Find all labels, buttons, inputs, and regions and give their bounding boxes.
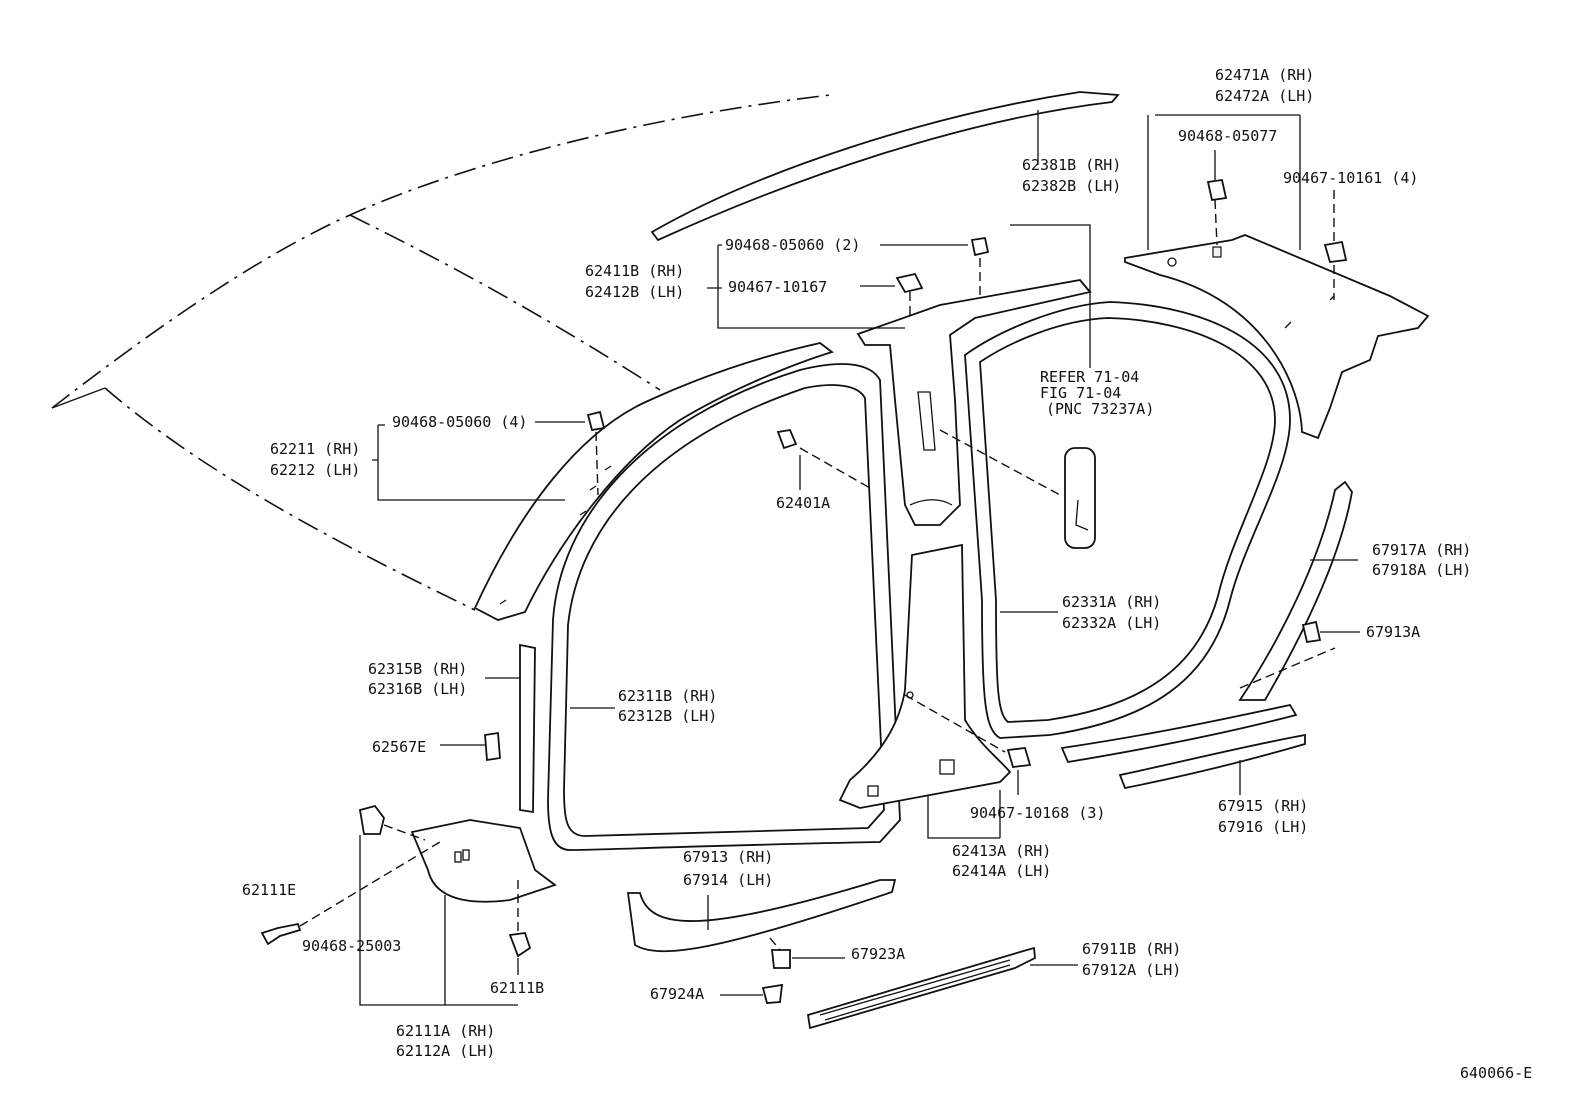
clip-90467-10167 xyxy=(895,272,924,294)
label-90468-25003: 90468-25003 xyxy=(302,937,401,955)
label-62332a: 62332A (LH) xyxy=(1062,614,1161,632)
tray-clip xyxy=(1212,246,1222,258)
label-67913: 67913 (RH) xyxy=(683,848,773,866)
label-90468-05077: 90468-05077 xyxy=(1178,127,1277,145)
nut-90468-25003 xyxy=(358,804,385,835)
part-labels: 62471A (RH) 62472A (LH) 90468-05077 9046… xyxy=(242,66,1532,1082)
label-67915: 67915 (RH) xyxy=(1218,797,1308,815)
rear-door-weatherstrip xyxy=(964,301,1291,739)
label-67911b: 67911B (RH) xyxy=(1082,940,1181,958)
clip-67913a xyxy=(1301,620,1322,644)
label-67913a: 67913A xyxy=(1366,623,1420,641)
label-90467-10168: 90467-10168 (3) xyxy=(970,804,1105,822)
label-67923a: 67923A xyxy=(851,945,905,963)
weatherstrip-retainer xyxy=(484,643,536,814)
label-90468-05060-4: 90468-05060 (4) xyxy=(392,413,527,431)
label-62211: 62211 (RH) xyxy=(270,440,360,458)
clip-90468-05060-4 xyxy=(586,410,606,432)
center-pillar-lower xyxy=(838,543,1012,809)
label-62315b: 62315B (RH) xyxy=(368,660,467,678)
quarter-trim xyxy=(1238,480,1353,701)
label-62311b: 62311B (RH) xyxy=(618,687,717,705)
label-62413a: 62413A (RH) xyxy=(952,842,1051,860)
label-62567e: 62567E xyxy=(372,738,426,756)
assist-grip xyxy=(1064,447,1096,549)
label-90467-10167: 90467-10167 xyxy=(728,278,827,296)
label-67917a: 67917A (RH) xyxy=(1372,541,1471,559)
label-62472a: 62472A (LH) xyxy=(1215,87,1314,105)
label-67918a: 67918A (LH) xyxy=(1372,561,1471,579)
label-67916: 67916 (LH) xyxy=(1218,818,1308,836)
a-pillar-garnish xyxy=(473,342,834,621)
clip-90468-05060-2 xyxy=(970,236,990,257)
center-pillar-upper xyxy=(856,279,1092,526)
screw-62401a xyxy=(776,428,798,450)
fasteners xyxy=(586,178,1348,768)
label-90468-05060-2: 90468-05060 (2) xyxy=(725,236,860,254)
label-62111e: 62111E xyxy=(242,881,296,899)
roof-side-rail xyxy=(650,91,1120,242)
label-62471a: 62471A (RH) xyxy=(1215,66,1314,84)
label-62382b: 62382B (LH) xyxy=(1022,177,1121,195)
front-door-weatherstrip xyxy=(547,363,901,851)
label-62312b: 62312B (LH) xyxy=(618,707,717,725)
clip-90468-05077 xyxy=(1206,178,1228,202)
rear-scuff-plate xyxy=(1060,703,1306,790)
label-62401a: 62401A xyxy=(776,494,830,512)
figure-id: 640066-E xyxy=(1460,1064,1532,1082)
cowl-side-trim xyxy=(260,804,557,958)
label-67914: 67914 (LH) xyxy=(683,871,773,889)
label-62381b: 62381B (RH) xyxy=(1022,156,1121,174)
label-67924a: 67924A xyxy=(650,985,704,1003)
label-62331a: 62331A (RH) xyxy=(1062,593,1161,611)
label-62411b: 62411B (RH) xyxy=(585,262,684,280)
label-pnc: (PNC 73237A) xyxy=(1046,400,1154,418)
leader-lines xyxy=(299,110,1360,1006)
screw-62111e xyxy=(260,922,302,946)
label-67912a: 67912A (LH) xyxy=(1082,961,1181,979)
label-62111a: 62111A (RH) xyxy=(396,1022,495,1040)
label-62316b: 62316B (LH) xyxy=(368,680,467,698)
label-62212: 62212 (LH) xyxy=(270,461,360,479)
clip-67924a xyxy=(761,983,784,1004)
front-door-sill xyxy=(806,946,1036,1030)
roof-outline xyxy=(51,94,831,611)
label-refer: REFER 71-04 xyxy=(1040,368,1139,386)
clip-67923a xyxy=(770,949,791,969)
front-scuff-plate xyxy=(626,879,897,1004)
clip-90467-10161 xyxy=(1323,240,1348,263)
clip-62111b xyxy=(508,932,532,958)
clip-90467-10168 xyxy=(1006,747,1032,768)
clip-62567e xyxy=(484,731,501,762)
label-62412b: 62412B (LH) xyxy=(585,283,684,301)
label-62112a: 62112A (LH) xyxy=(396,1042,495,1060)
label-fig: FIG 71-04 xyxy=(1040,384,1121,402)
package-tray xyxy=(1124,234,1430,440)
label-62111b: 62111B xyxy=(490,979,544,997)
label-90467-10161: 90467-10161 (4) xyxy=(1283,169,1418,187)
label-62414a: 62414A (LH) xyxy=(952,862,1051,880)
